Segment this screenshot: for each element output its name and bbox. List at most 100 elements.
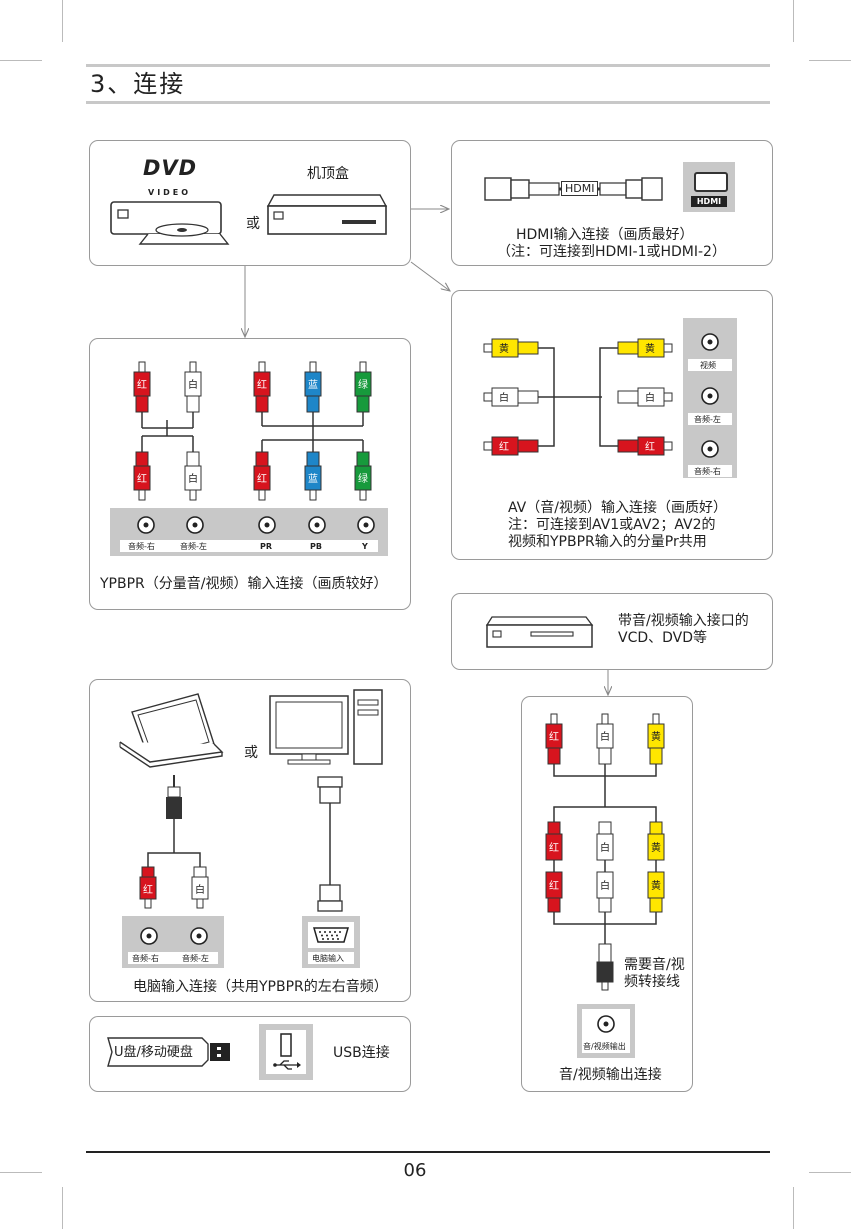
av-cable-diagram: 黄 白 红 黄 白 红 <box>483 338 673 456</box>
jack-label-audio-right: 音频-右 <box>694 466 721 476</box>
plug-label-yellow-top: 黄 <box>651 730 661 743</box>
vcd-player-icon <box>485 616 594 648</box>
set-top-box-label: 机顶盒 <box>307 166 349 182</box>
plug-label-green-top: 绿 <box>358 378 368 391</box>
crop-mark <box>809 60 851 61</box>
crop-mark <box>0 60 42 61</box>
av-caption: AV（音/视频）输入连接（画质好） <box>508 500 727 516</box>
plug-label-white: 白 <box>195 883 205 896</box>
or-label: 或 <box>246 216 260 232</box>
adapter-note-line2: 频转接线 <box>624 974 680 990</box>
crop-mark <box>793 1187 794 1229</box>
hdmi-port-logo: HDMI <box>691 196 727 207</box>
page-heading: 3、连接 <box>90 70 186 98</box>
jack-label-y: Y <box>361 542 368 551</box>
ypbpr-cable-diagram: 红 白 红 蓝 绿 红 白 红 蓝 绿 <box>133 361 372 501</box>
plug-label-red-top: 红 <box>137 378 147 391</box>
plug-label-white-bottom: 白 <box>188 472 198 485</box>
laptop-icon <box>119 693 224 768</box>
av-output-jack-panel: 音/视频输出 <box>577 1004 635 1058</box>
hdmi-port-icon: HDMI <box>683 162 735 212</box>
plug-label-red-bottom: 红 <box>137 472 147 485</box>
plug-label-green-bottom: 绿 <box>358 472 368 485</box>
hdmi-cable-label: HDMI <box>561 181 599 196</box>
plug-label-white-left: 白 <box>499 391 509 404</box>
plug-label-yellow-left: 黄 <box>499 342 509 355</box>
av-note-line1: 注：可连接到AV1或AV2；AV2的 <box>508 517 716 533</box>
heading-rule-top <box>86 64 770 67</box>
pc-cable-diagram: 红 白 <box>139 775 343 912</box>
plug-label-red-low: 红 <box>549 879 559 892</box>
crop-mark <box>62 0 63 42</box>
rca-plug-blue-top <box>304 361 322 413</box>
vcd-caption-line1: 带音/视频输入接口的 <box>618 613 749 629</box>
vga-port-label: 电脑输入 <box>312 953 344 963</box>
set-top-box-icon <box>266 194 388 235</box>
jack-label-av-out: 音/视频输出 <box>583 1041 626 1051</box>
page-number: 06 <box>403 1160 427 1181</box>
usb-device-label: U盘/移动硬盘 <box>114 1045 193 1060</box>
rca-plug-red-pr-top <box>253 361 271 413</box>
usb-caption: USB连接 <box>333 1045 390 1061</box>
av-output-caption: 音/视频输出连接 <box>559 1067 662 1083</box>
av-output-cable-diagram: 红 白 黄 红 白 黄 红 白 黄 <box>545 713 665 991</box>
rca-plug-red-pr-bottom <box>253 451 271 501</box>
dvd-player-icon <box>110 201 230 245</box>
pc-audio-jack-panel: 音频-右 音频-左 <box>122 916 224 968</box>
rca-plug-green-top <box>354 361 372 413</box>
jack-label-audio-right: 音频-右 <box>132 953 159 963</box>
plug-label-red-right: 红 <box>645 440 655 453</box>
plug-label-yellow-mid: 黄 <box>651 841 661 854</box>
av-jack-panel: 视频 音频-左 音频-右 <box>683 318 737 478</box>
ypbpr-jack-panel: 音频-右 音频-左 PR PB Y <box>110 508 388 556</box>
jack-label-pr: PR <box>260 542 272 551</box>
rca-plug-white-top <box>184 361 202 413</box>
usb-drive-icon <box>107 1037 230 1067</box>
plug-label-yellow-low: 黄 <box>651 879 661 892</box>
plug-label-white-low: 白 <box>600 879 610 892</box>
plug-label-white-mid: 白 <box>600 841 610 854</box>
vcd-caption-line2: VCD、DVD等 <box>618 630 708 646</box>
plug-label-white-top: 白 <box>600 730 610 743</box>
plug-label-blue-top: 蓝 <box>308 379 318 391</box>
plug-label-red-top: 红 <box>549 730 559 743</box>
rca-plug-red-top <box>133 361 151 413</box>
jack-label-audio-left: 音频-左 <box>180 541 207 551</box>
dvd-logo: DVD <box>143 156 198 180</box>
crop-mark <box>809 1172 851 1173</box>
plug-label-white-right: 白 <box>645 391 655 404</box>
av-note-line2: 视频和YPBPR输入的分量Pr共用 <box>508 534 707 550</box>
rca-plug-white-bottom <box>184 451 202 501</box>
plug-label-yellow-right: 黄 <box>645 342 655 355</box>
dvd-video-label: VIDEO <box>148 188 192 197</box>
plug-label-blue-bottom: 蓝 <box>308 473 318 485</box>
plug-label-red-mid: 红 <box>549 841 559 854</box>
rca-plug-green-bottom <box>354 451 372 501</box>
crop-mark <box>0 1172 42 1173</box>
jack-label-audio-right: 音频-右 <box>128 541 155 551</box>
jack-label-pb: PB <box>310 542 322 551</box>
jack-label-video: 视频 <box>700 360 716 370</box>
plug-label-red-pr-top: 红 <box>257 378 267 391</box>
plug-label-red-pr-bottom: 红 <box>257 472 267 485</box>
vga-port-panel: 电脑输入 <box>302 916 360 968</box>
rca-plug-red-bottom <box>133 451 151 501</box>
crop-mark <box>62 1187 63 1229</box>
jack-label-audio-left: 音频-左 <box>182 953 209 963</box>
plug-label-red: 红 <box>143 883 153 896</box>
desktop-pc-icon <box>269 689 383 765</box>
usb-port-icon <box>259 1024 313 1080</box>
jack-label-audio-left: 音频-左 <box>694 414 721 424</box>
footer-rule <box>86 1151 770 1153</box>
hdmi-note: （注：可连接到HDMI-1或HDMI-2） <box>497 244 726 260</box>
adapter-note-line1: 需要音/视 <box>624 957 685 973</box>
plug-label-red-left: 红 <box>499 440 509 453</box>
hdmi-caption: HDMI输入连接（画质最好） <box>516 227 694 243</box>
or-label: 或 <box>244 745 258 761</box>
plug-label-white-top: 白 <box>188 378 198 391</box>
pc-input-caption: 电脑输入连接（共用YPBPR的左右音频） <box>133 979 388 995</box>
rca-plug-blue-bottom <box>304 451 322 501</box>
ypbpr-caption: YPBPR（分量音/视频）输入连接（画质较好） <box>100 576 388 592</box>
heading-rule-bottom <box>86 101 770 104</box>
